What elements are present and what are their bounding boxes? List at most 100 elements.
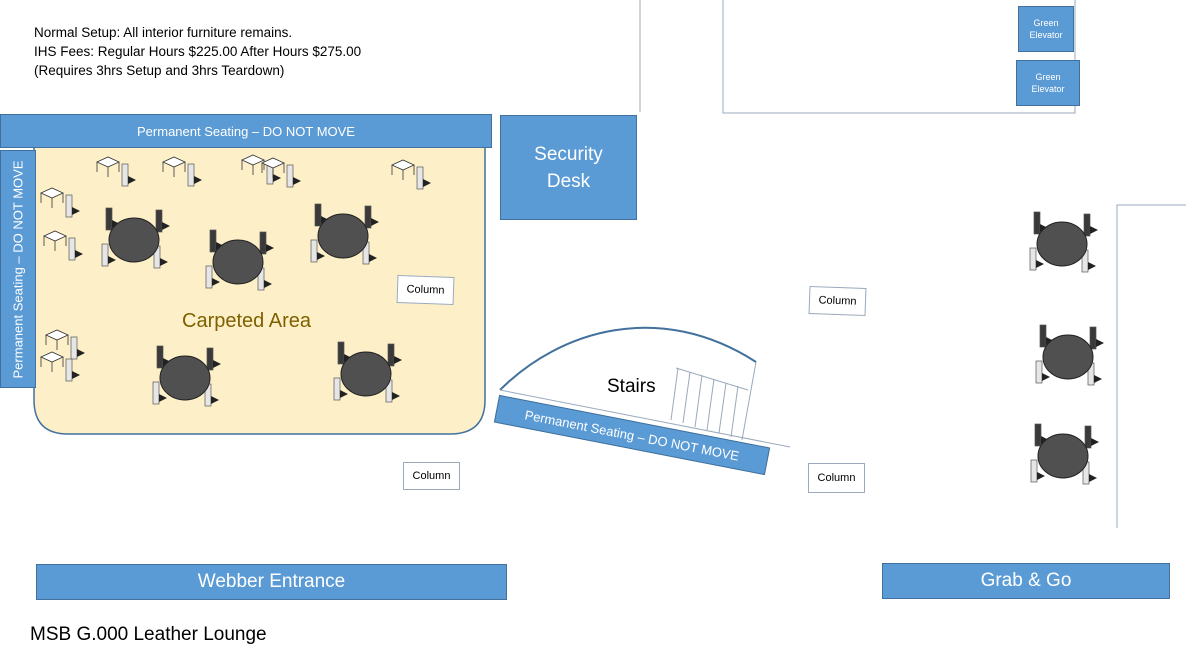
- page-title: MSB G.000 Leather Lounge: [30, 624, 267, 645]
- chair-icon: [156, 345, 164, 369]
- chair-seat-icon: [1037, 472, 1045, 480]
- chair-icon: [314, 203, 322, 227]
- chair-icon: [1089, 326, 1097, 350]
- chair-icon: [364, 205, 372, 229]
- chair-icon: [155, 209, 163, 233]
- column-1: Column: [396, 275, 455, 305]
- chair-seat-icon: [392, 392, 400, 400]
- chair-seat-icon: [1094, 375, 1102, 383]
- chair-icon: [1039, 324, 1047, 348]
- chair-icon: [1084, 425, 1092, 449]
- chair-icon: [1083, 213, 1091, 237]
- chair-seat-icon: [211, 396, 219, 404]
- chair-seat-icon: [72, 371, 80, 379]
- chair-seat-icon: [371, 218, 379, 226]
- chair-seat-icon: [340, 390, 348, 398]
- table-legs-icon: [40, 357, 64, 372]
- chair-seat-icon: [212, 278, 220, 286]
- chair-seat-icon: [344, 354, 352, 362]
- round-table-icon: [212, 239, 264, 285]
- chair-seat-icon: [160, 258, 168, 266]
- chair-icon: [1030, 459, 1038, 483]
- chair-icon: [65, 358, 73, 382]
- chair-seat-icon: [128, 176, 136, 184]
- chair-icon: [205, 265, 213, 289]
- chair-icon: [416, 166, 424, 190]
- chair-seat-icon: [273, 174, 281, 182]
- chair-seat-icon: [321, 216, 329, 224]
- carpeted-area-label: Carpeted Area: [182, 310, 311, 332]
- chair-seat-icon: [72, 207, 80, 215]
- chair-icon: [65, 194, 73, 218]
- note-line: IHS Fees: Regular Hours $225.00 After Ho…: [34, 44, 362, 59]
- round-table-icon: [1037, 433, 1089, 479]
- chair-icon: [105, 207, 113, 231]
- chair-seat-icon: [1042, 373, 1050, 381]
- chair-icon: [333, 377, 341, 401]
- chair-icon: [387, 343, 395, 367]
- stair-steps: [499, 361, 791, 448]
- chair-seat-icon: [162, 222, 170, 230]
- chair-icon: [70, 336, 78, 360]
- chair-icon: [1034, 423, 1042, 447]
- security-desk: Security Desk: [500, 115, 637, 220]
- chair-seat-icon: [266, 244, 274, 252]
- chair-seat-icon: [77, 349, 85, 357]
- table-legs-icon: [162, 162, 186, 177]
- chair-seat-icon: [293, 177, 301, 185]
- chair-seat-icon: [163, 358, 171, 366]
- chair-icon: [209, 229, 217, 253]
- green-elevator-1: Green Elevator: [1018, 6, 1074, 52]
- webber-entrance: Webber Entrance: [36, 564, 507, 600]
- table-legs-icon: [40, 193, 64, 208]
- table-legs-icon: [261, 163, 285, 178]
- chair-icon: [68, 237, 76, 261]
- chair-icon: [152, 381, 160, 405]
- chair-seat-icon: [1091, 438, 1099, 446]
- table-legs-icon: [43, 236, 67, 251]
- chair-seat-icon: [1036, 260, 1044, 268]
- round-table-icon: [340, 351, 392, 397]
- chair-seat-icon: [394, 356, 402, 364]
- round-table-icon: [317, 213, 369, 259]
- chair-seat-icon: [159, 394, 167, 402]
- grab-and-go: Grab & Go: [882, 563, 1170, 599]
- chair-icon: [1029, 247, 1037, 271]
- round-table-icon: [1036, 221, 1088, 267]
- note-line: Normal Setup: All interior furniture rem…: [34, 25, 293, 40]
- chair-icon: [206, 347, 214, 371]
- chair-icon: [337, 341, 345, 365]
- stairs-label: Stairs: [607, 376, 656, 397]
- chair-seat-icon: [213, 360, 221, 368]
- table-legs-icon: [391, 165, 415, 180]
- chair-seat-icon: [216, 242, 224, 250]
- chair-seat-icon: [369, 254, 377, 262]
- round-table-icon: [108, 217, 160, 263]
- chair-icon: [1033, 211, 1041, 235]
- chair-seat-icon: [1090, 226, 1098, 234]
- chair-seat-icon: [317, 252, 325, 260]
- chair-icon: [310, 239, 318, 263]
- chair-seat-icon: [264, 280, 272, 288]
- round-table-icon: [159, 355, 211, 401]
- chair-seat-icon: [1046, 337, 1054, 345]
- chair-seat-icon: [1089, 474, 1097, 482]
- chair-seat-icon: [1096, 339, 1104, 347]
- chair-seat-icon: [1041, 436, 1049, 444]
- chair-seat-icon: [423, 179, 431, 187]
- chair-seat-icon: [194, 176, 202, 184]
- chair-seat-icon: [1088, 262, 1096, 270]
- chair-seat-icon: [108, 256, 116, 264]
- furniture-layer: [40, 154, 1104, 485]
- chair-icon: [1035, 360, 1043, 384]
- note-line: (Requires 3hrs Setup and 3hrs Teardown): [34, 63, 285, 78]
- permanent-seating-left-label: Permanent Seating – DO NOT MOVE: [10, 160, 26, 378]
- chair-icon: [101, 243, 109, 267]
- column-3: Column: [403, 462, 460, 490]
- chair-seat-icon: [75, 250, 83, 258]
- round-table-icon: [1042, 334, 1094, 380]
- green-elevator-2: Green Elevator: [1016, 60, 1080, 106]
- setup-notes: Normal Setup: All interior furniture rem…: [34, 23, 361, 80]
- column-2: Column: [808, 286, 867, 316]
